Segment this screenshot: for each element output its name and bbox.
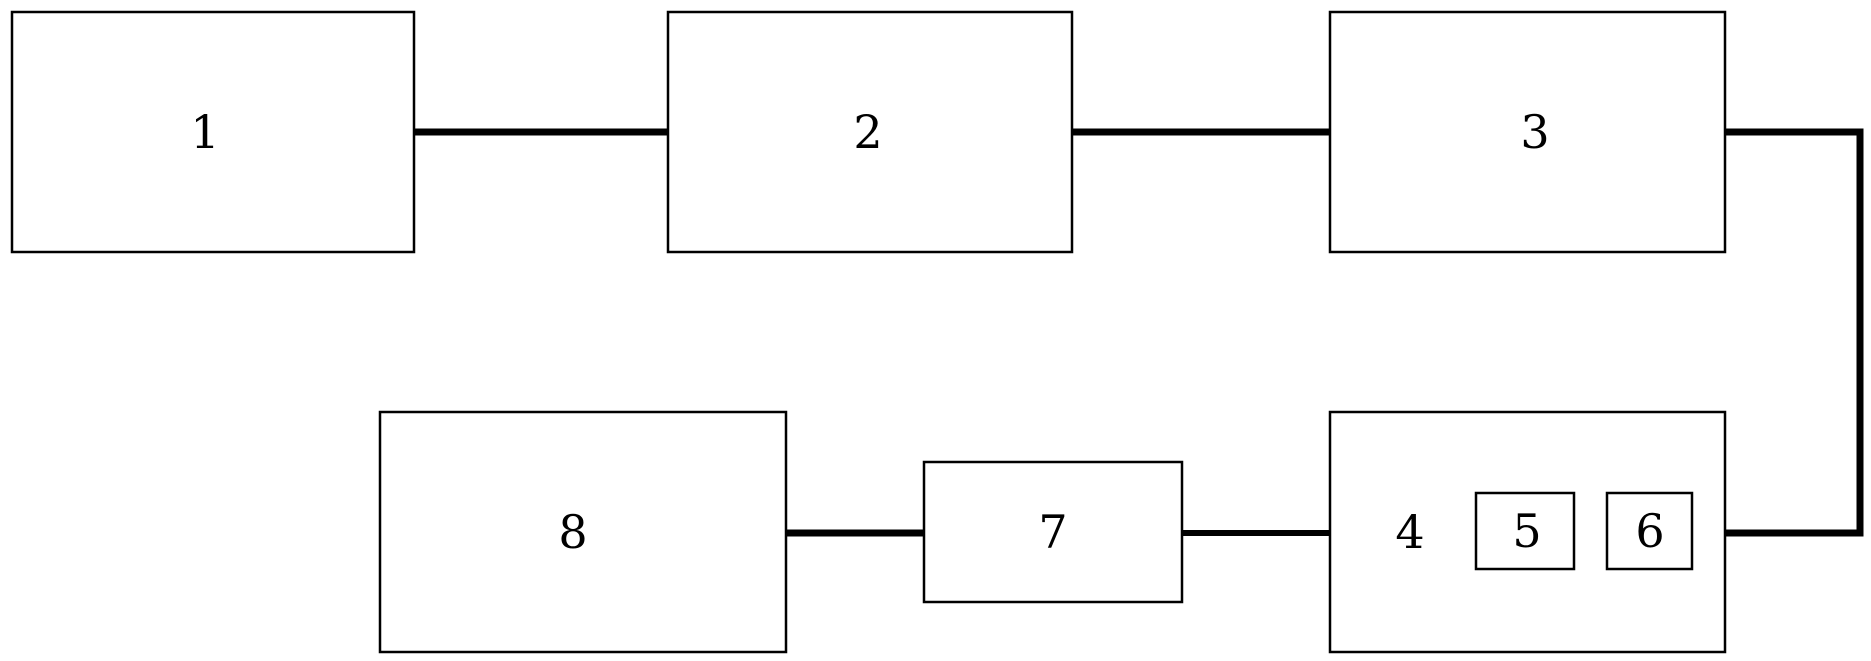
block-3-box [1328, 10, 1727, 254]
block-1-label: 1 [190, 105, 219, 159]
block-6: 6 [1605, 491, 1694, 571]
block-5-box [1474, 491, 1576, 571]
block-8-label: 8 [558, 505, 587, 559]
block-6-label: 6 [1635, 504, 1664, 558]
blocks: 1 2 3 4 7 8 5 6 [10, 10, 1727, 654]
connector-3-to-6 [1692, 128, 1864, 537]
block-8: 8 [378, 410, 788, 654]
block-2: 2 [666, 10, 1074, 254]
block-2-box [666, 10, 1074, 254]
block-6-box [1605, 491, 1694, 571]
block-4-label: 4 [1395, 505, 1424, 559]
block-1: 1 [10, 10, 416, 254]
block-3-label: 3 [1520, 105, 1549, 159]
block-5-label: 5 [1512, 504, 1541, 558]
block-2-label: 2 [853, 105, 882, 159]
connectors [414, 128, 1864, 537]
block-7: 7 [922, 460, 1184, 604]
block-7-box [922, 460, 1184, 604]
block-7-label: 7 [1038, 505, 1067, 559]
block-3: 3 [1328, 10, 1727, 254]
block-5: 5 [1474, 491, 1576, 571]
block-8-box [378, 410, 788, 654]
block-1-box [10, 10, 416, 254]
